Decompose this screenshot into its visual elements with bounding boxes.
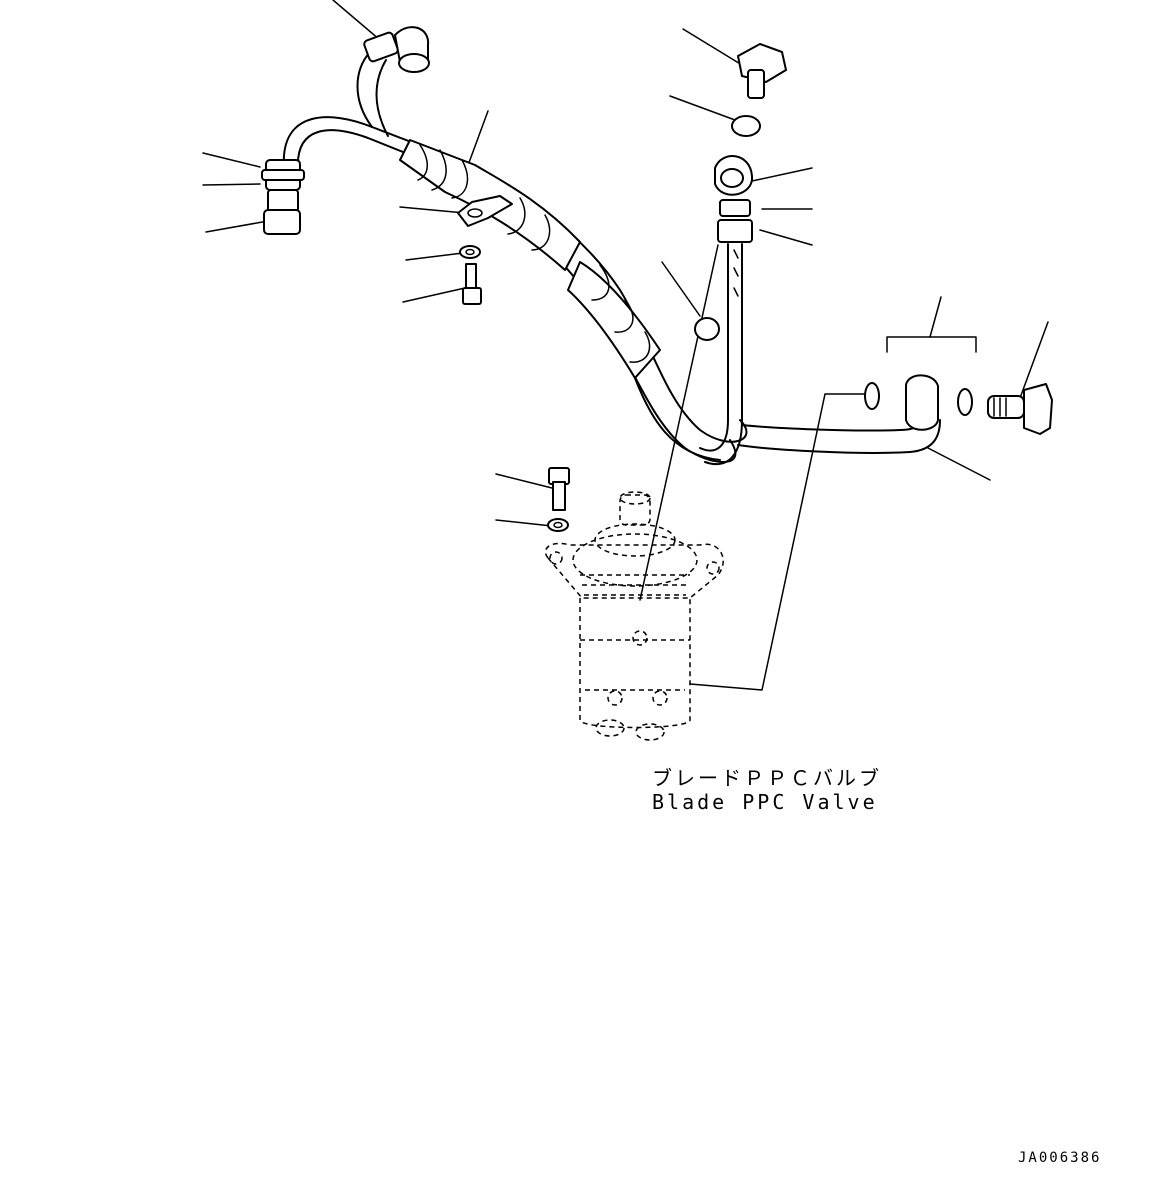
top-elbow-fitting xyxy=(363,26,430,73)
port-connection-line-right xyxy=(689,393,873,691)
eye-joint-assembly xyxy=(694,155,754,465)
washer-lower xyxy=(547,518,569,532)
valve-ribs xyxy=(580,574,690,596)
lower-bolt-set xyxy=(547,467,570,532)
bolt-upper-shank xyxy=(465,263,477,291)
tube-vertical-right xyxy=(704,243,743,465)
oring-top xyxy=(731,115,761,137)
banjo-fitting xyxy=(905,374,939,431)
left-fitting-stack xyxy=(261,159,305,235)
eye-joint-collar xyxy=(719,199,751,217)
valve-boot-lower xyxy=(572,533,698,587)
leader-bracket-oring-pair xyxy=(886,336,977,353)
leader-lines xyxy=(202,0,1049,691)
oring-mid xyxy=(694,317,720,341)
drawing-number: JA006386 xyxy=(1018,1150,1102,1166)
hose-left-loop-inner xyxy=(296,129,419,169)
valve-boot-upper xyxy=(594,523,676,557)
bolt-lower-shank xyxy=(552,481,566,511)
valve-flange-hole-left xyxy=(549,551,563,565)
leader-line-oring-pair xyxy=(929,296,942,338)
plug-shank xyxy=(747,69,765,99)
valve-body xyxy=(579,598,691,729)
left-fitting-band xyxy=(261,169,305,181)
main-hose xyxy=(282,51,748,463)
leader-line-left-fitting xyxy=(205,220,269,233)
valve-port-side-left xyxy=(607,690,623,706)
leader-line-protector xyxy=(466,110,489,169)
blade-ppc-valve xyxy=(544,491,724,741)
leader-line-oring-mid xyxy=(661,261,701,317)
washer-upper xyxy=(459,245,481,259)
valve-port-side-right xyxy=(652,690,668,706)
valve-name-en: Blade PPC Valve xyxy=(652,790,878,814)
washer-upper-hole xyxy=(465,248,475,256)
elbow-port xyxy=(398,53,430,73)
leader-line-washer-upper xyxy=(405,252,464,261)
leader-line-bolt-lower xyxy=(495,473,553,489)
valve-bottom-port-left xyxy=(595,719,625,737)
hose-diagonal-bottom xyxy=(631,369,721,461)
eye-bolt-head xyxy=(1023,383,1053,435)
leader-line-washer-lower xyxy=(495,519,553,527)
tube-vertical-ticks xyxy=(733,249,739,297)
port-connection-line-left xyxy=(639,244,719,601)
clamp-plate xyxy=(457,195,513,227)
eye-joint-bore xyxy=(720,168,744,188)
left-fitting-nut xyxy=(263,209,301,235)
leader-line-bolt-upper xyxy=(402,287,466,303)
leader-line-clamp-plate xyxy=(399,206,466,214)
leader-line-hose-clamp-upper xyxy=(202,152,261,168)
eye-bolt-thread xyxy=(993,397,1007,417)
bolt-upper-head xyxy=(462,287,482,305)
valve-port-upper xyxy=(632,630,648,646)
leader-line-eye-joint xyxy=(751,167,813,182)
tube-vertical-left xyxy=(699,243,729,452)
upper-bolt-set xyxy=(459,245,482,305)
tube-horizontal-top xyxy=(741,409,928,432)
hose-up-outer xyxy=(356,51,373,128)
valve-body-band xyxy=(580,639,690,691)
hose-protector-section-2 xyxy=(567,261,661,379)
leader-line-eye-bolt xyxy=(1019,321,1049,399)
leader-line-clamp-right-lower xyxy=(759,229,813,246)
hose-up-inner xyxy=(375,59,389,137)
leader-line-top-elbow xyxy=(332,0,381,41)
valve-flange-hole-right xyxy=(706,561,720,575)
right-tube-assembly xyxy=(737,374,1053,454)
valve-flange xyxy=(544,542,724,599)
plug-assembly xyxy=(731,43,787,137)
elbow-nut xyxy=(363,31,399,63)
oring-pair-left xyxy=(864,382,880,410)
leader-line-plug xyxy=(682,28,743,66)
hose-left-loop-outer xyxy=(282,116,441,169)
left-fitting-body xyxy=(267,189,299,213)
protector-spiral-2 xyxy=(591,264,651,363)
clamp-plate-hole xyxy=(467,208,483,218)
washer-lower-hole xyxy=(553,521,563,529)
valve-stem-cap xyxy=(619,491,651,505)
tube-horizontal-bottom xyxy=(737,419,941,454)
oring-pair-right xyxy=(957,388,973,416)
valve-bottom-port-right xyxy=(635,723,665,741)
leader-line-hose-clamp-lower xyxy=(202,183,261,186)
eye-joint-clamp xyxy=(717,219,753,243)
protector-spiral-1 xyxy=(417,144,551,251)
valve-top-stem xyxy=(619,494,651,526)
leader-line-oring-top xyxy=(669,95,736,121)
leader-line-tube xyxy=(927,447,991,481)
valve-name-ja: ブレードＰＰＣバルブ xyxy=(652,766,882,790)
